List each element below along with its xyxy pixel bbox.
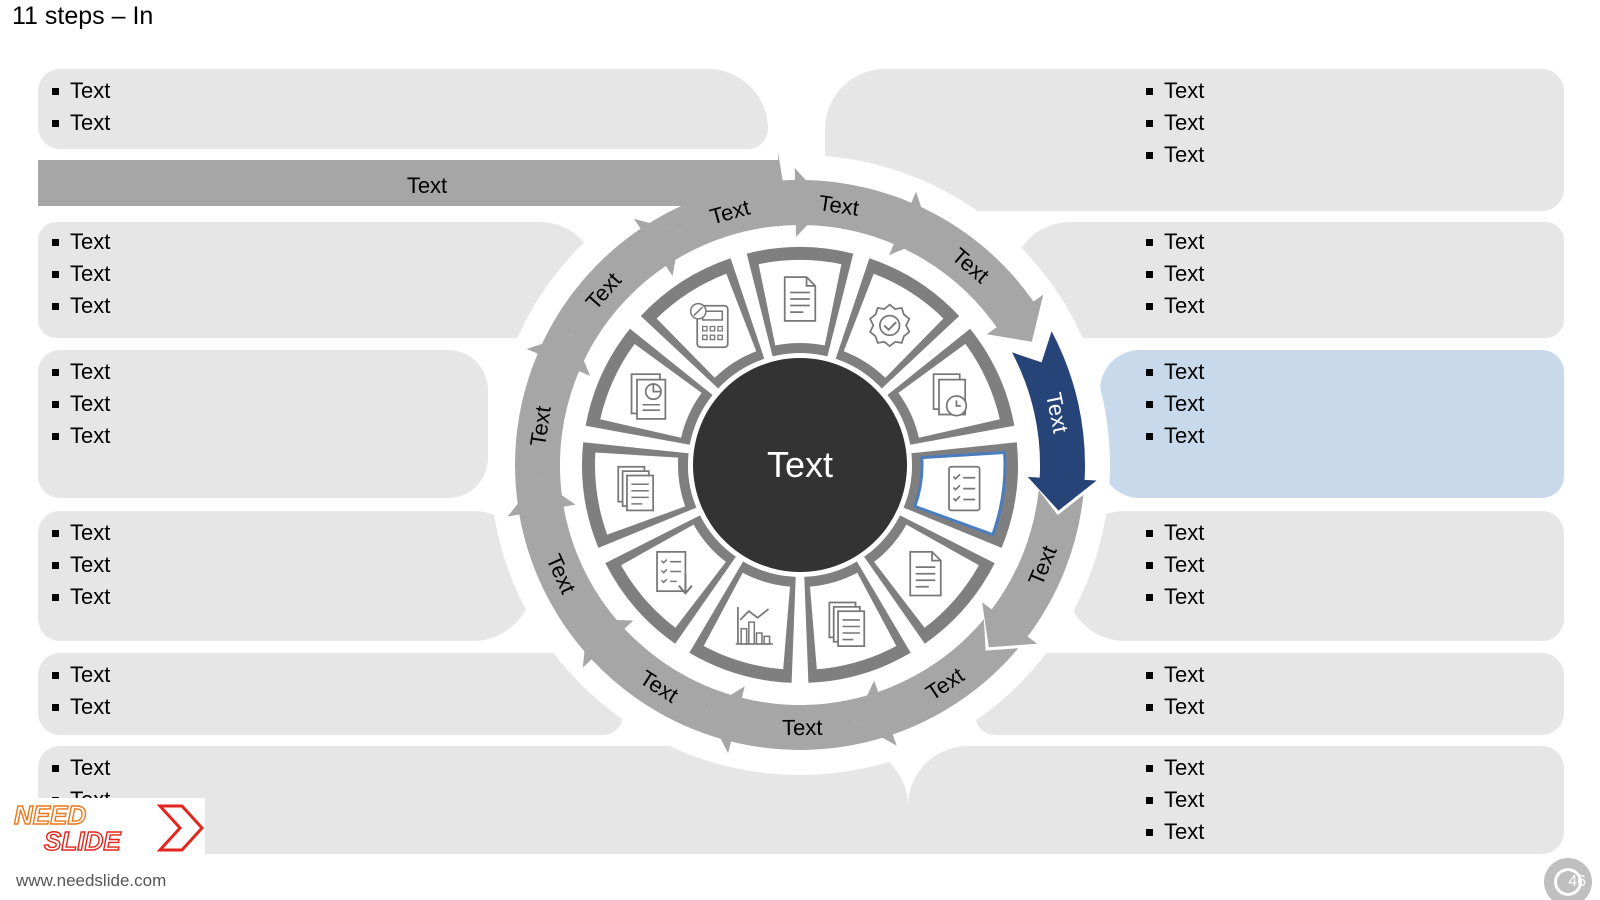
bullet-item: Text xyxy=(38,752,110,784)
right-panel-4: Text Text Text xyxy=(1065,511,1564,641)
ring-arrow-5 xyxy=(854,619,1019,746)
bullet-item: Text xyxy=(1132,581,1204,613)
left-panel-3: Text Text Text xyxy=(38,350,488,498)
ring-arrow-2 xyxy=(897,204,1044,342)
bullet-item: Text xyxy=(38,356,110,388)
bullet-item: Text xyxy=(38,517,110,549)
right-panel-3-highlighted: Text Text Text xyxy=(1100,350,1564,498)
bullet-item: Text xyxy=(1132,517,1204,549)
ring-arrow-label: Text xyxy=(817,190,861,221)
bullet-item: Text xyxy=(1132,258,1204,290)
center-circle xyxy=(693,358,907,572)
right-panel-5: Text Text xyxy=(975,653,1564,735)
bullet-item: Text xyxy=(1132,75,1204,107)
page-number: 46 xyxy=(1568,873,1586,890)
left-panel-1: Text Text xyxy=(38,69,768,149)
ring-arrow-4 xyxy=(982,490,1084,648)
ring-arrow-7 xyxy=(582,619,734,739)
bullet-item: Text xyxy=(38,549,110,581)
documents-stack-icon xyxy=(617,465,655,512)
logo-graphic: NEED SLIDE xyxy=(13,799,205,857)
top-input-arrow: Text xyxy=(38,152,787,228)
center-label: Text xyxy=(767,444,833,485)
bullet-item: Text xyxy=(38,659,110,691)
needslide-logo: NEED SLIDE xyxy=(0,798,205,858)
left-panel-4: Text Text Text xyxy=(38,511,533,641)
bullet-item: Text xyxy=(38,388,110,420)
bullet-item: Text xyxy=(38,258,110,290)
document-clock-icon xyxy=(932,373,968,417)
logo-line2: SLIDE xyxy=(44,826,121,856)
left-panel-5: Text Text xyxy=(38,653,623,735)
certificate-badge-icon xyxy=(869,303,911,348)
bullet-item: Text xyxy=(1132,752,1204,784)
logo-line1: NEED xyxy=(14,800,86,830)
right-panel-2: Text Text Text xyxy=(1012,222,1564,338)
checklist-document-icon xyxy=(783,276,817,322)
bullet-item: Text xyxy=(1132,816,1204,848)
bullet-item: Text xyxy=(1132,784,1204,816)
bullet-item: Text xyxy=(38,691,110,723)
bullet-item: Text xyxy=(1132,139,1204,171)
slide-title: 11 steps – In xyxy=(12,2,154,30)
top-input-arrow-shape xyxy=(38,152,787,228)
ring-arrow-6 xyxy=(705,686,884,754)
right-panel-1: Text Text Text xyxy=(825,69,1564,211)
bullet-item: Text xyxy=(1132,388,1204,420)
ring-arrow-label: Text xyxy=(525,404,556,448)
bullet-item: Text xyxy=(38,290,110,322)
pie-chart-document-icon xyxy=(630,373,667,420)
bullet-item: Text xyxy=(38,420,110,452)
newspaper-icon xyxy=(828,601,866,647)
bullet-item: Text xyxy=(1132,226,1204,258)
ring-arrow-9 xyxy=(515,333,591,505)
top-input-arrow-label: Text xyxy=(407,173,447,198)
bullet-item: Text xyxy=(1132,356,1204,388)
ring-arrow-3 xyxy=(1011,331,1097,511)
bullet-item: Text xyxy=(1132,549,1204,581)
bullet-item: Text xyxy=(1132,691,1204,723)
bullet-item: Text xyxy=(1132,107,1204,139)
left-panel-2: Text Text Text xyxy=(38,222,598,338)
checklist-icon xyxy=(948,465,981,512)
page-number-gear-icon xyxy=(1544,858,1592,900)
ring-arrow-10 xyxy=(541,218,681,364)
bullet-item: Text xyxy=(38,226,110,258)
right-panel-6: Text Text Text xyxy=(908,746,1564,854)
bullet-item: Text xyxy=(1132,420,1204,452)
bullet-item: Text xyxy=(38,75,110,107)
ring-arrow-label: Text xyxy=(782,715,823,740)
segment-7-inner xyxy=(703,572,790,670)
bullet-item: Text xyxy=(1132,290,1204,322)
bullet-item: Text xyxy=(38,581,110,613)
bullet-item: Text xyxy=(38,107,110,139)
footer-url[interactable]: www.needslide.com xyxy=(16,871,167,890)
ring-arrow-8 xyxy=(507,478,619,652)
bullet-item: Text xyxy=(1132,659,1204,691)
bar-chart-document-icon xyxy=(909,551,942,597)
